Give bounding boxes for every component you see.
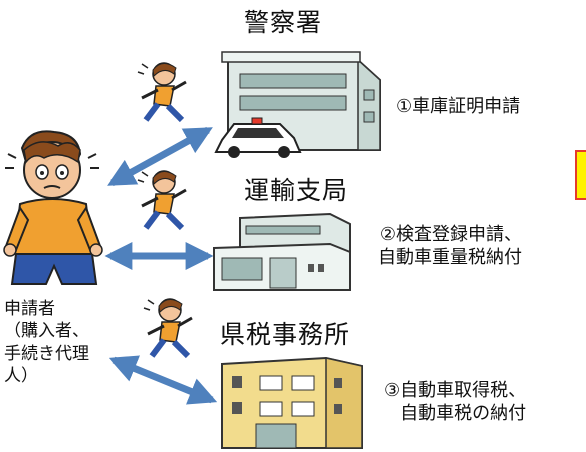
callout-box-fragment bbox=[575, 150, 586, 200]
applicant-label-line2: （購入者、 bbox=[4, 321, 89, 342]
arrow-to-police bbox=[107, 126, 213, 187]
office-title-police: 警察署 bbox=[244, 8, 323, 37]
transport-bureau-illustration bbox=[213, 212, 351, 291]
procedure-label-2-line2: 自動車重量税納付 bbox=[378, 246, 522, 268]
applicant-illustration bbox=[3, 130, 103, 285]
procedure-label-3-line2: 自動車税の納付 bbox=[400, 402, 527, 424]
office-title-transport: 運輸支局 bbox=[244, 176, 349, 205]
procedure-label-3: ③自動車取得税、 自動車税の納付 bbox=[384, 380, 526, 425]
arrow-to-prefectural-tax bbox=[108, 355, 218, 405]
procedure-label-3-line1: ③自動車取得税、 bbox=[384, 380, 527, 401]
procedure-label-2: ②検査登録申請、 自動車重量税納付 bbox=[378, 224, 522, 269]
running-person-2 bbox=[137, 170, 187, 231]
procedure-label-2-line1: ②検査登録申請、 bbox=[379, 224, 522, 245]
running-person-1 bbox=[137, 62, 187, 123]
prefectural-tax-office-illustration bbox=[221, 356, 363, 449]
applicant-label-line1: 申請者 bbox=[4, 299, 55, 319]
procedure-label-1: ①車庫証明申請 bbox=[396, 96, 520, 119]
police-station-illustration bbox=[214, 51, 381, 158]
applicant-label-line3: 手続き代理 bbox=[4, 343, 89, 364]
applicant-label: 申請者 （購入者、 手続き代理 人） bbox=[4, 298, 89, 388]
applicant-label-line4: 人） bbox=[4, 366, 38, 387]
office-title-prefectural-tax: 県税事務所 bbox=[220, 320, 351, 349]
procedure-label-1-line: ①車庫証明申請 bbox=[396, 96, 521, 117]
running-person-3 bbox=[143, 298, 193, 359]
